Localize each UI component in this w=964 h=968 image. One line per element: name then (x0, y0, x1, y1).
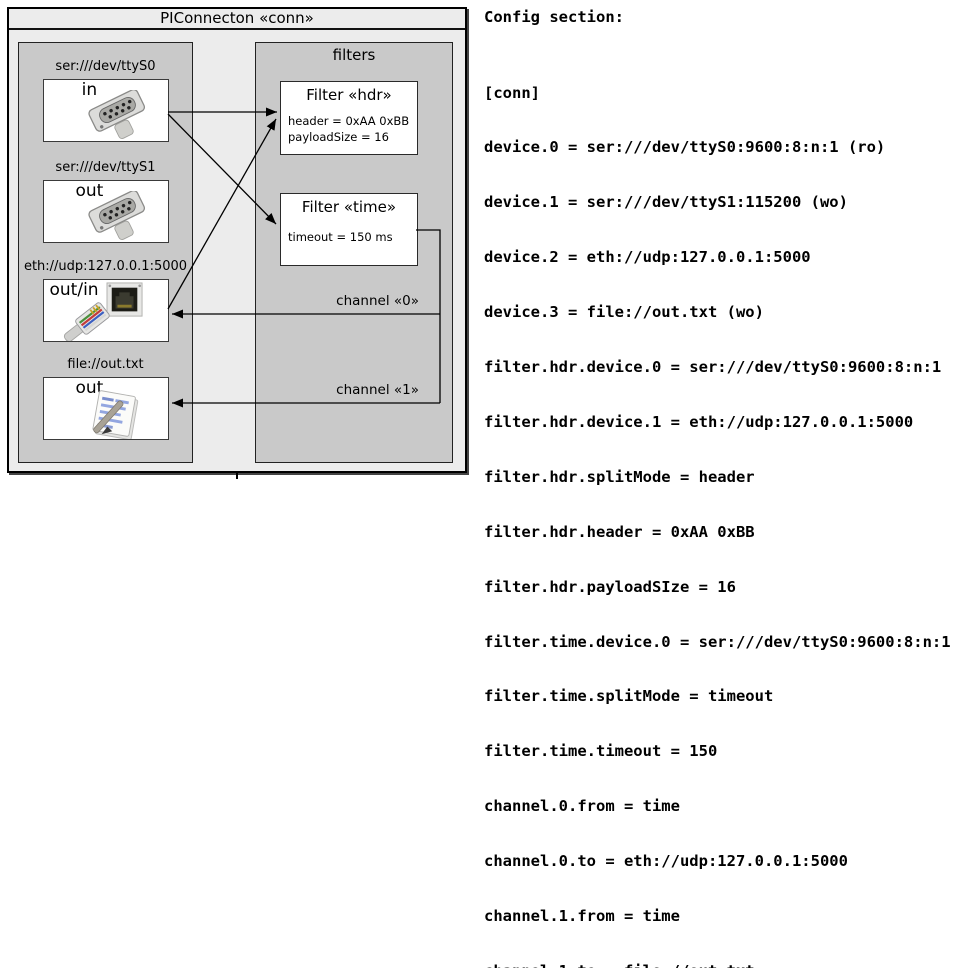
device-port-label: out (75, 378, 104, 398)
device-eth: eth://udp:127.0.0.1:5000 out/in (19, 258, 192, 342)
filter-title: Filter «time» (301, 198, 397, 216)
channel-0-label: channel «0» (336, 293, 419, 309)
device-ttys0: ser:///dev/ttyS0 in (19, 58, 192, 142)
device-file: file://out.txt out (19, 356, 192, 440)
connector-diagram: PIConnecton «conn» ser:///dev/ttyS0 in (0, 0, 470, 484)
filter-property: timeout = 150 ms (288, 230, 393, 244)
config-line: filter.hdr.splitMode = header (484, 467, 755, 486)
config-line: filter.hdr.payloadSIze = 16 (484, 577, 736, 596)
device-url-label: ser:///dev/ttyS0 (55, 59, 156, 74)
config-line: filter.time.timeout = 150 (484, 742, 718, 761)
config-line: filter.hdr.header = 0xAA 0xBB (484, 522, 755, 541)
ethernet-jack-icon (106, 282, 143, 317)
filter-properties: timeout = 150 ms (281, 229, 417, 245)
filter-properties: header = 0xAA 0xBB payloadSize = 16 (281, 113, 417, 145)
pencil-icon (92, 400, 123, 435)
config-heading: Config section: (484, 8, 624, 26)
ethernet-plug-icon (63, 302, 110, 341)
device-port-label: out/in (49, 280, 99, 300)
filters-group-title: filters (332, 46, 376, 64)
config-line: [conn] (484, 83, 540, 102)
config-panel: Config section: [conn] device.0 = ser://… (484, 8, 962, 968)
config-line: device.3 = file://out.txt (wo) (484, 303, 764, 322)
device-port-label: in (81, 80, 98, 100)
serial-connector-icon (87, 90, 145, 139)
channel-1-label: channel «1» (336, 382, 419, 398)
frame-bottom-tick (236, 471, 238, 479)
device-url-label: file://out.txt (67, 357, 144, 372)
piconnecton-frame: PIConnecton «conn» ser:///dev/ttyS0 in (7, 7, 467, 473)
device-box: out (42, 377, 169, 440)
device-box: out/in (42, 279, 169, 342)
device-box: in (42, 79, 169, 142)
config-line: device.0 = ser:///dev/ttyS0:9600:8:n:1 (… (484, 138, 886, 157)
config-line: channel.0.from = time (484, 797, 680, 816)
filter-property: payloadSize = 16 (288, 130, 389, 144)
filters-group: filters Filter «hdr» header = 0xAA 0xBB … (255, 42, 453, 463)
devices-group: ser:///dev/ttyS0 in (18, 42, 193, 463)
diagram-title: PIConnecton «conn» (9, 9, 465, 30)
filter-property: header = 0xAA 0xBB (288, 114, 410, 128)
config-line: channel.1.to = file://out.txt (484, 962, 962, 968)
config-line: filter.time.splitMode = timeout (484, 687, 774, 706)
serial-connector-icon (87, 191, 145, 240)
config-line: channel.0.to = eth://udp:127.0.0.1:5000 (484, 852, 848, 871)
filter-title: Filter «hdr» (306, 86, 392, 104)
device-port-label: out (75, 181, 104, 201)
config-line: filter.hdr.device.0 = ser:///dev/ttyS0:9… (484, 358, 942, 377)
config-line: channel.1.from = time (484, 906, 680, 925)
config-text: [conn] device.0 = ser:///dev/ttyS0:9600:… (484, 47, 962, 968)
filter-time-box: Filter «time» timeout = 150 ms (280, 193, 418, 266)
device-url-label: eth://udp:127.0.0.1:5000 (23, 259, 188, 274)
config-line: device.2 = eth://udp:127.0.0.1:5000 (484, 248, 811, 267)
notepad-icon (91, 390, 138, 439)
device-ttys1: ser:///dev/ttyS1 out (19, 159, 192, 243)
config-line: filter.time.device.0 = ser:///dev/ttyS0:… (484, 632, 951, 651)
filter-hdr-box: Filter «hdr» header = 0xAA 0xBB payloadS… (280, 81, 418, 155)
device-box: out (42, 180, 169, 243)
config-line: filter.hdr.device.1 = eth://udp:127.0.0.… (484, 412, 914, 431)
config-line: device.1 = ser:///dev/ttyS1:115200 (wo) (484, 193, 848, 212)
device-url-label: ser:///dev/ttyS1 (55, 160, 156, 175)
